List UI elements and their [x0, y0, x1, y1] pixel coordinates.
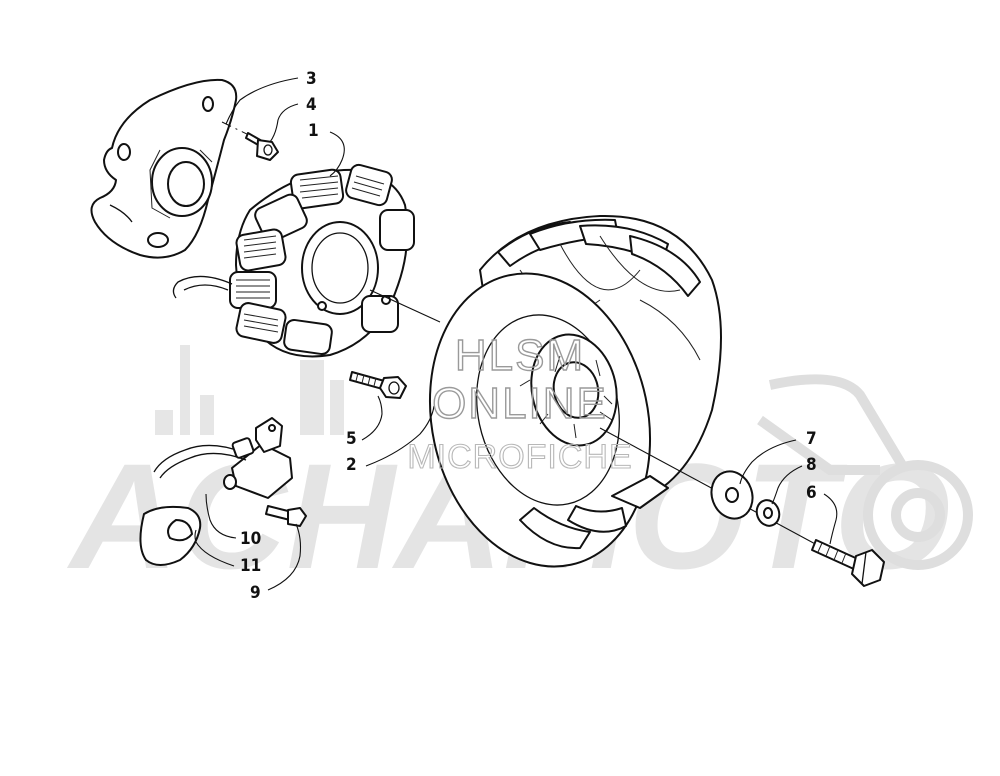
leader-7: [739, 439, 797, 485]
watermark-line-1: HLSM: [455, 331, 585, 380]
callout-labels: 3 4 1 5 2 7 8 6 10 11 9: [240, 69, 817, 603]
callout-8: 8: [806, 455, 817, 475]
leader-5: [361, 395, 383, 441]
stator-coil-part-1: [172, 163, 415, 358]
watermark-line-3: MICROFICHE: [407, 438, 632, 476]
watermark-text: HLSM ONLINE MICROFICHE: [407, 330, 632, 476]
callout-7: 7: [806, 429, 817, 449]
leader-8: [771, 465, 803, 505]
screw-part-5: [349, 371, 407, 399]
stator-plate-part-3: [90, 78, 238, 259]
callout-6: 6: [806, 483, 817, 503]
flywheel-cooling-fins: [497, 218, 701, 408]
callout-3: 3: [306, 69, 317, 89]
leader-1: [329, 131, 345, 177]
assembly-axis-line: [369, 289, 441, 323]
leader-10: [205, 493, 237, 539]
skyline-watermark-icon: [155, 345, 344, 435]
flywheel-part-2: [428, 214, 722, 568]
callout-4: 4: [306, 95, 317, 115]
grommet-part-11: [139, 505, 202, 566]
callout-11: 11: [240, 556, 261, 576]
callout-2: 2: [346, 455, 357, 475]
leader-9: [267, 523, 302, 591]
washer-part-7: [710, 470, 754, 520]
lock-washer-part-8: [755, 499, 781, 527]
leader-2: [365, 405, 435, 467]
leader-4: [269, 103, 299, 143]
callout-10: 10: [240, 529, 261, 549]
bolt-part-6: [811, 539, 885, 587]
screw-part-4: [221, 121, 279, 161]
callout-5: 5: [346, 429, 357, 449]
callout-leaders: [194, 77, 838, 591]
watermark-line-2: ONLINE: [432, 379, 608, 428]
callout-1: 1: [308, 121, 319, 141]
stator-coils: [229, 163, 415, 356]
pulser-coil-part-10: [153, 417, 293, 499]
leader-3: [225, 77, 299, 125]
screw-part-9: [265, 505, 307, 527]
motorcycle-watermark-icon: [757, 374, 973, 570]
callout-9: 9: [250, 583, 261, 603]
leader-6: [823, 493, 838, 545]
leader-11: [194, 529, 235, 567]
